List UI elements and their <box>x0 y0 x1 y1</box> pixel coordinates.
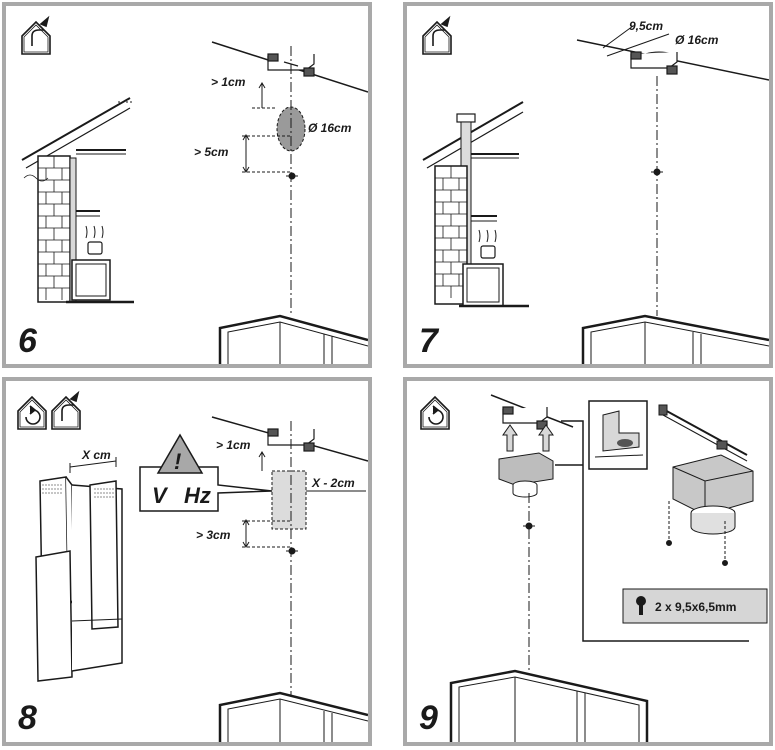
step-number-6: 6 <box>18 322 37 360</box>
kitchen-cabinet <box>218 314 368 364</box>
diameter-label: Ø 16cm <box>675 33 719 47</box>
mounting-bracket <box>267 53 315 77</box>
step-number-8: 8 <box>18 699 37 737</box>
mounting-bracket <box>267 428 315 452</box>
assembled-adapter <box>658 404 754 566</box>
cut-width-label: X - 2cm <box>311 476 355 490</box>
gap-screw-label: > 5cm <box>194 145 229 159</box>
panel-6-drawing: > 1cm Ø 16cm > 5cm <box>21 15 368 364</box>
kitchen-cabinet <box>581 314 769 364</box>
screw-icon <box>636 596 646 615</box>
diameter-label: Ø 16cm <box>308 121 352 135</box>
house-exhaust-icon <box>51 390 81 430</box>
gap-ceiling-label: > 1cm <box>211 75 246 89</box>
width-label: X cm <box>81 448 111 462</box>
detail-inset <box>588 400 648 470</box>
panel-step-6: > 1cm Ø 16cm > 5cm <box>2 2 372 368</box>
panel-8-drawing: X cm > 1cm X - 2cm > 3cm ! V Hz <box>17 390 368 742</box>
house-recirculation-icon <box>17 395 47 430</box>
panel-step-7: 9,5cm Ø 16cm <box>403 2 773 368</box>
panel-9-drawing: 2 x 9,5x6,5mm <box>420 394 768 742</box>
electrical-warning-callout: ! V Hz <box>139 433 273 512</box>
house-exhaust-icon <box>422 15 452 55</box>
kitchen-cabinet <box>449 669 649 742</box>
panel-step-9: 2 x 9,5x6,5mm 9 <box>403 377 773 746</box>
screw-spec-box: 2 x 9,5x6,5mm <box>622 588 768 624</box>
kitchen-cabinet <box>218 691 368 742</box>
chimney-covers <box>35 476 123 682</box>
screw <box>286 172 298 180</box>
house-exhaust-icon <box>21 15 51 55</box>
house-recirculation-icon <box>420 395 450 430</box>
offset-label: 9,5cm <box>629 19 663 33</box>
insert-arrows <box>502 424 554 452</box>
house-illustration <box>422 101 529 308</box>
frequency-label: Hz <box>184 483 211 508</box>
warning-mark: ! <box>174 449 181 474</box>
panel-step-8: X cm > 1cm X - 2cm > 3cm ! V Hz <box>2 377 372 746</box>
cut-template <box>271 470 307 530</box>
screw-spec-label: 2 x 9,5x6,5mm <box>655 600 736 614</box>
gap-ceiling-label: > 1cm <box>216 438 251 452</box>
gap-screw-label: > 3cm <box>196 528 231 542</box>
panel-7-drawing: 9,5cm Ø 16cm <box>422 15 769 364</box>
voltage-label: V <box>152 483 169 508</box>
step-number-9: 9 <box>419 699 438 737</box>
warning-triangle-icon: ! <box>156 433 204 474</box>
mounting-bracket <box>502 406 548 430</box>
step-number-7: 7 <box>419 322 438 360</box>
house-illustration <box>21 97 134 304</box>
mounting-bracket <box>630 51 678 75</box>
duct-adapter <box>498 452 554 498</box>
screw <box>286 547 298 555</box>
